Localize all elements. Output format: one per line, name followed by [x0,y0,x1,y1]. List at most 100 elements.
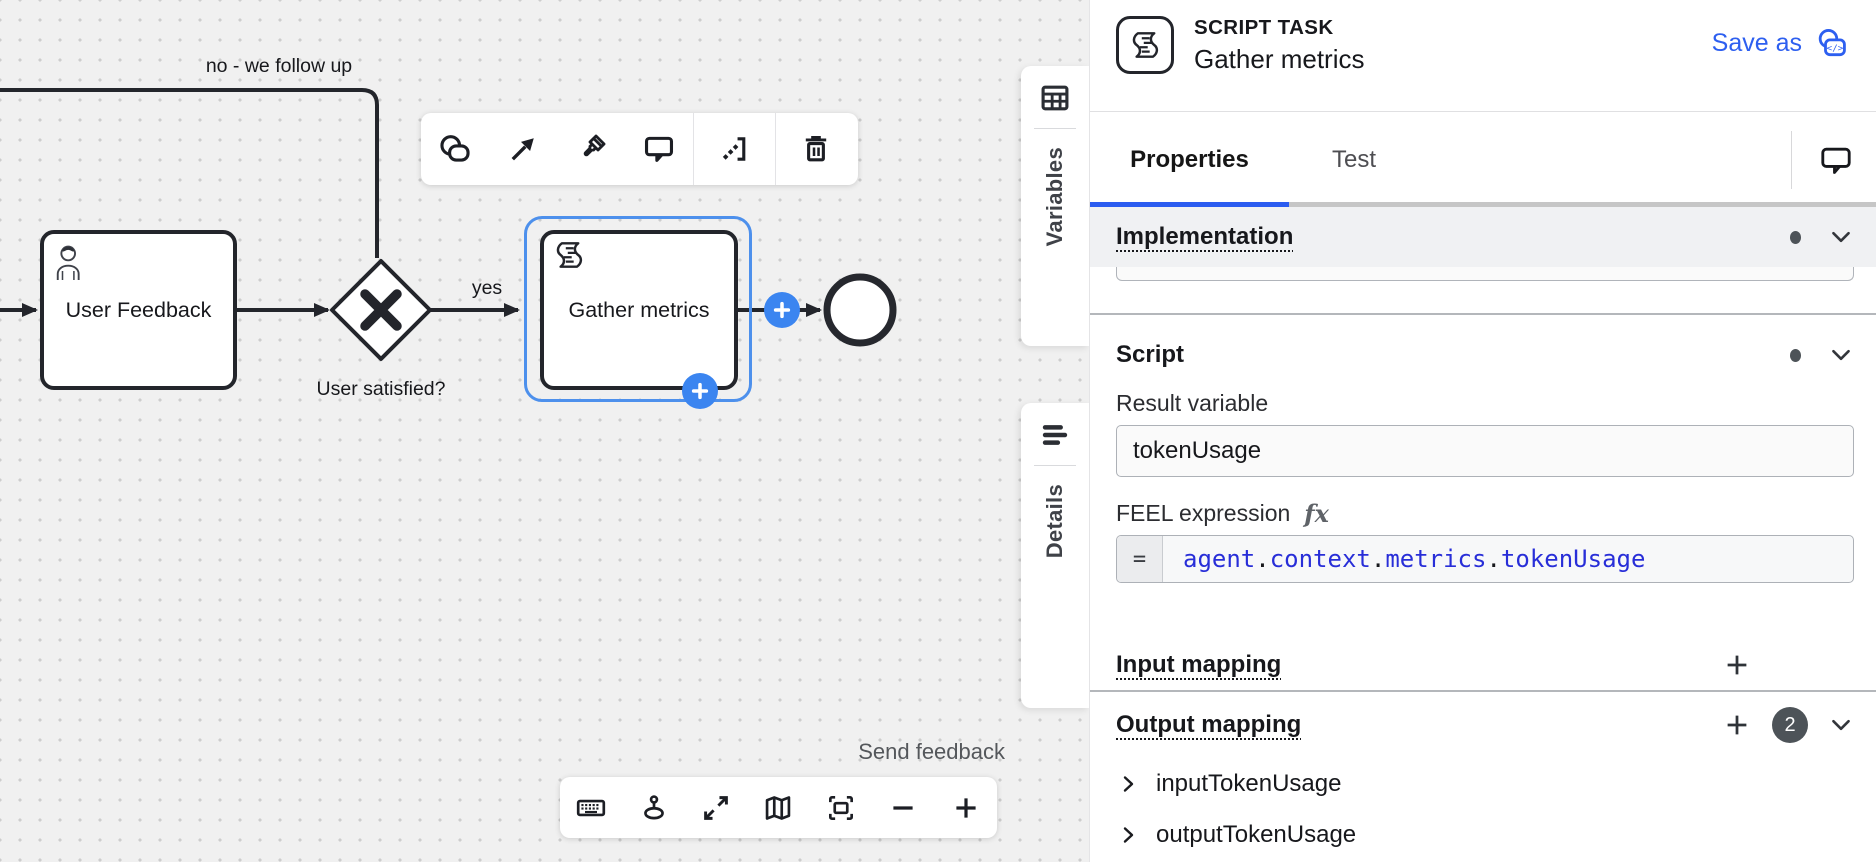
edge-label-yes: yes [457,277,517,300]
implementation-section-header[interactable]: Implementation [1090,207,1876,267]
tab-variables-label: Variables [1042,147,1068,246]
implementation-field-clipped[interactable] [1116,267,1854,281]
result-variable-input[interactable] [1116,425,1854,477]
replace-icon [438,132,472,166]
chevron-down-icon[interactable] [1828,342,1854,368]
details-lines-icon [1038,418,1072,452]
svg-text:</>: </> [1827,43,1844,54]
plus-icon [1722,650,1752,680]
implementation-title: Implementation [1116,223,1293,251]
tab-variables[interactable]: Variables [1021,66,1089,346]
trash-icon [799,132,833,166]
tab-properties[interactable]: Properties [1090,146,1289,174]
tab-details[interactable]: Details [1021,403,1089,708]
connect-arrow-icon [506,132,540,166]
fullscreen-button[interactable] [688,777,744,838]
end-event-node[interactable] [827,277,893,343]
fit-viewport-icon [825,792,857,824]
feel-equals-prefix: = [1117,536,1163,582]
script-icon [1129,31,1161,59]
panel-header: SCRIPT TASK Gather metrics Save as </> [1090,0,1876,112]
minus-icon [887,792,919,824]
output-mapping-section-header[interactable]: Output mapping 2 [1090,692,1876,758]
script-task-label: Gather metrics [569,298,710,323]
output-mapping-item-label: outputTokenUsage [1156,821,1356,849]
element-name: Gather metrics [1194,44,1365,75]
save-as-template-icon: </> [1814,26,1850,60]
output-mapping-item[interactable]: outputTokenUsage [1090,810,1876,860]
paintbrush-icon [574,132,608,166]
feel-expression-label: FEEL expression [1116,500,1290,527]
replace-element-button[interactable] [421,113,489,185]
add-output-mapping-button[interactable] [1722,710,1752,740]
plus-icon [950,792,982,824]
add-input-mapping-button[interactable] [1722,650,1752,680]
save-as-button[interactable]: Save as </> [1712,16,1850,60]
fx-icon: fx [1304,499,1329,528]
script-icon [553,241,585,269]
tab-details-label: Details [1042,484,1068,558]
element-type-label: SCRIPT TASK [1194,16,1365,40]
context-pad [421,113,858,185]
output-mapping-item-label: inputTokenUsage [1156,770,1341,798]
zoom-out-button[interactable] [875,777,931,838]
plus-icon [689,380,711,402]
send-feedback-link[interactable]: Send feedback [0,739,1005,765]
section-filled-dot [1790,349,1801,362]
chevron-down-icon[interactable] [1828,224,1854,250]
script-section-title: Script [1116,341,1184,369]
delete-button[interactable] [776,113,855,185]
tab-test[interactable]: Test [1289,146,1419,174]
script-task-node[interactable]: Gather metrics [540,230,738,390]
bpmn-canvas[interactable]: no - we follow up yes User satisfied? Us… [0,0,1089,862]
tabs-divider [1791,131,1792,189]
output-mapping-count-badge: 2 [1772,707,1808,743]
script-section: Script Result variable FEEL expression f… [1090,327,1876,583]
append-element-button-bottom[interactable] [682,373,718,409]
comment-icon [642,132,676,166]
chevron-right-icon[interactable] [1116,772,1140,796]
feel-expression-value: agent.context.metrics.tokenUsage [1163,536,1645,582]
input-mapping-title: Input mapping [1116,651,1281,679]
user-task-label: User Feedback [66,298,212,323]
user-icon [53,241,91,283]
user-task-node[interactable]: User Feedback [40,230,237,390]
output-mapping-title: Output mapping [1116,711,1301,739]
chevron-down-icon[interactable] [1828,712,1854,738]
plus-icon [771,299,793,321]
hand-tool-button[interactable] [626,777,682,838]
plus-icon [1722,710,1752,740]
comments-button[interactable] [1818,142,1854,178]
table-icon [1038,81,1072,115]
minimap-button[interactable] [750,777,806,838]
link-element-button[interactable] [694,113,775,185]
comment-icon [1818,142,1854,178]
map-icon [762,792,794,824]
set-color-button[interactable] [557,113,625,185]
comment-button[interactable] [625,113,693,185]
result-variable-label: Result variable [1116,389,1854,417]
fit-viewport-button[interactable] [813,777,869,838]
chevron-right-icon[interactable] [1116,823,1140,847]
output-mapping-item[interactable]: inputTokenUsage [1090,758,1876,810]
panel-tabs: Properties Test [1090,112,1876,207]
link-icon [718,132,752,166]
save-as-label: Save as [1712,29,1802,58]
strip-divider [1034,128,1076,129]
element-type-icon-box [1116,16,1174,74]
append-element-button[interactable] [764,292,800,328]
canvas-toolbar [560,777,997,838]
properties-panel: SCRIPT TASK Gather metrics Save as </> P… [1089,0,1876,862]
input-mapping-section-header[interactable]: Input mapping [1090,640,1876,692]
tab-underline-active [1090,202,1289,207]
zoom-in-button[interactable] [938,777,994,838]
section-divider [1090,313,1876,315]
keyboard-shortcuts-button[interactable] [563,777,619,838]
keyboard-icon [575,792,607,824]
probe-icon [638,792,670,824]
feel-expression-input[interactable]: = agent.context.metrics.tokenUsage [1116,535,1854,583]
strip-divider [1034,465,1076,466]
gateway-question-label: User satisfied? [296,378,466,401]
connect-tool-button[interactable] [489,113,557,185]
